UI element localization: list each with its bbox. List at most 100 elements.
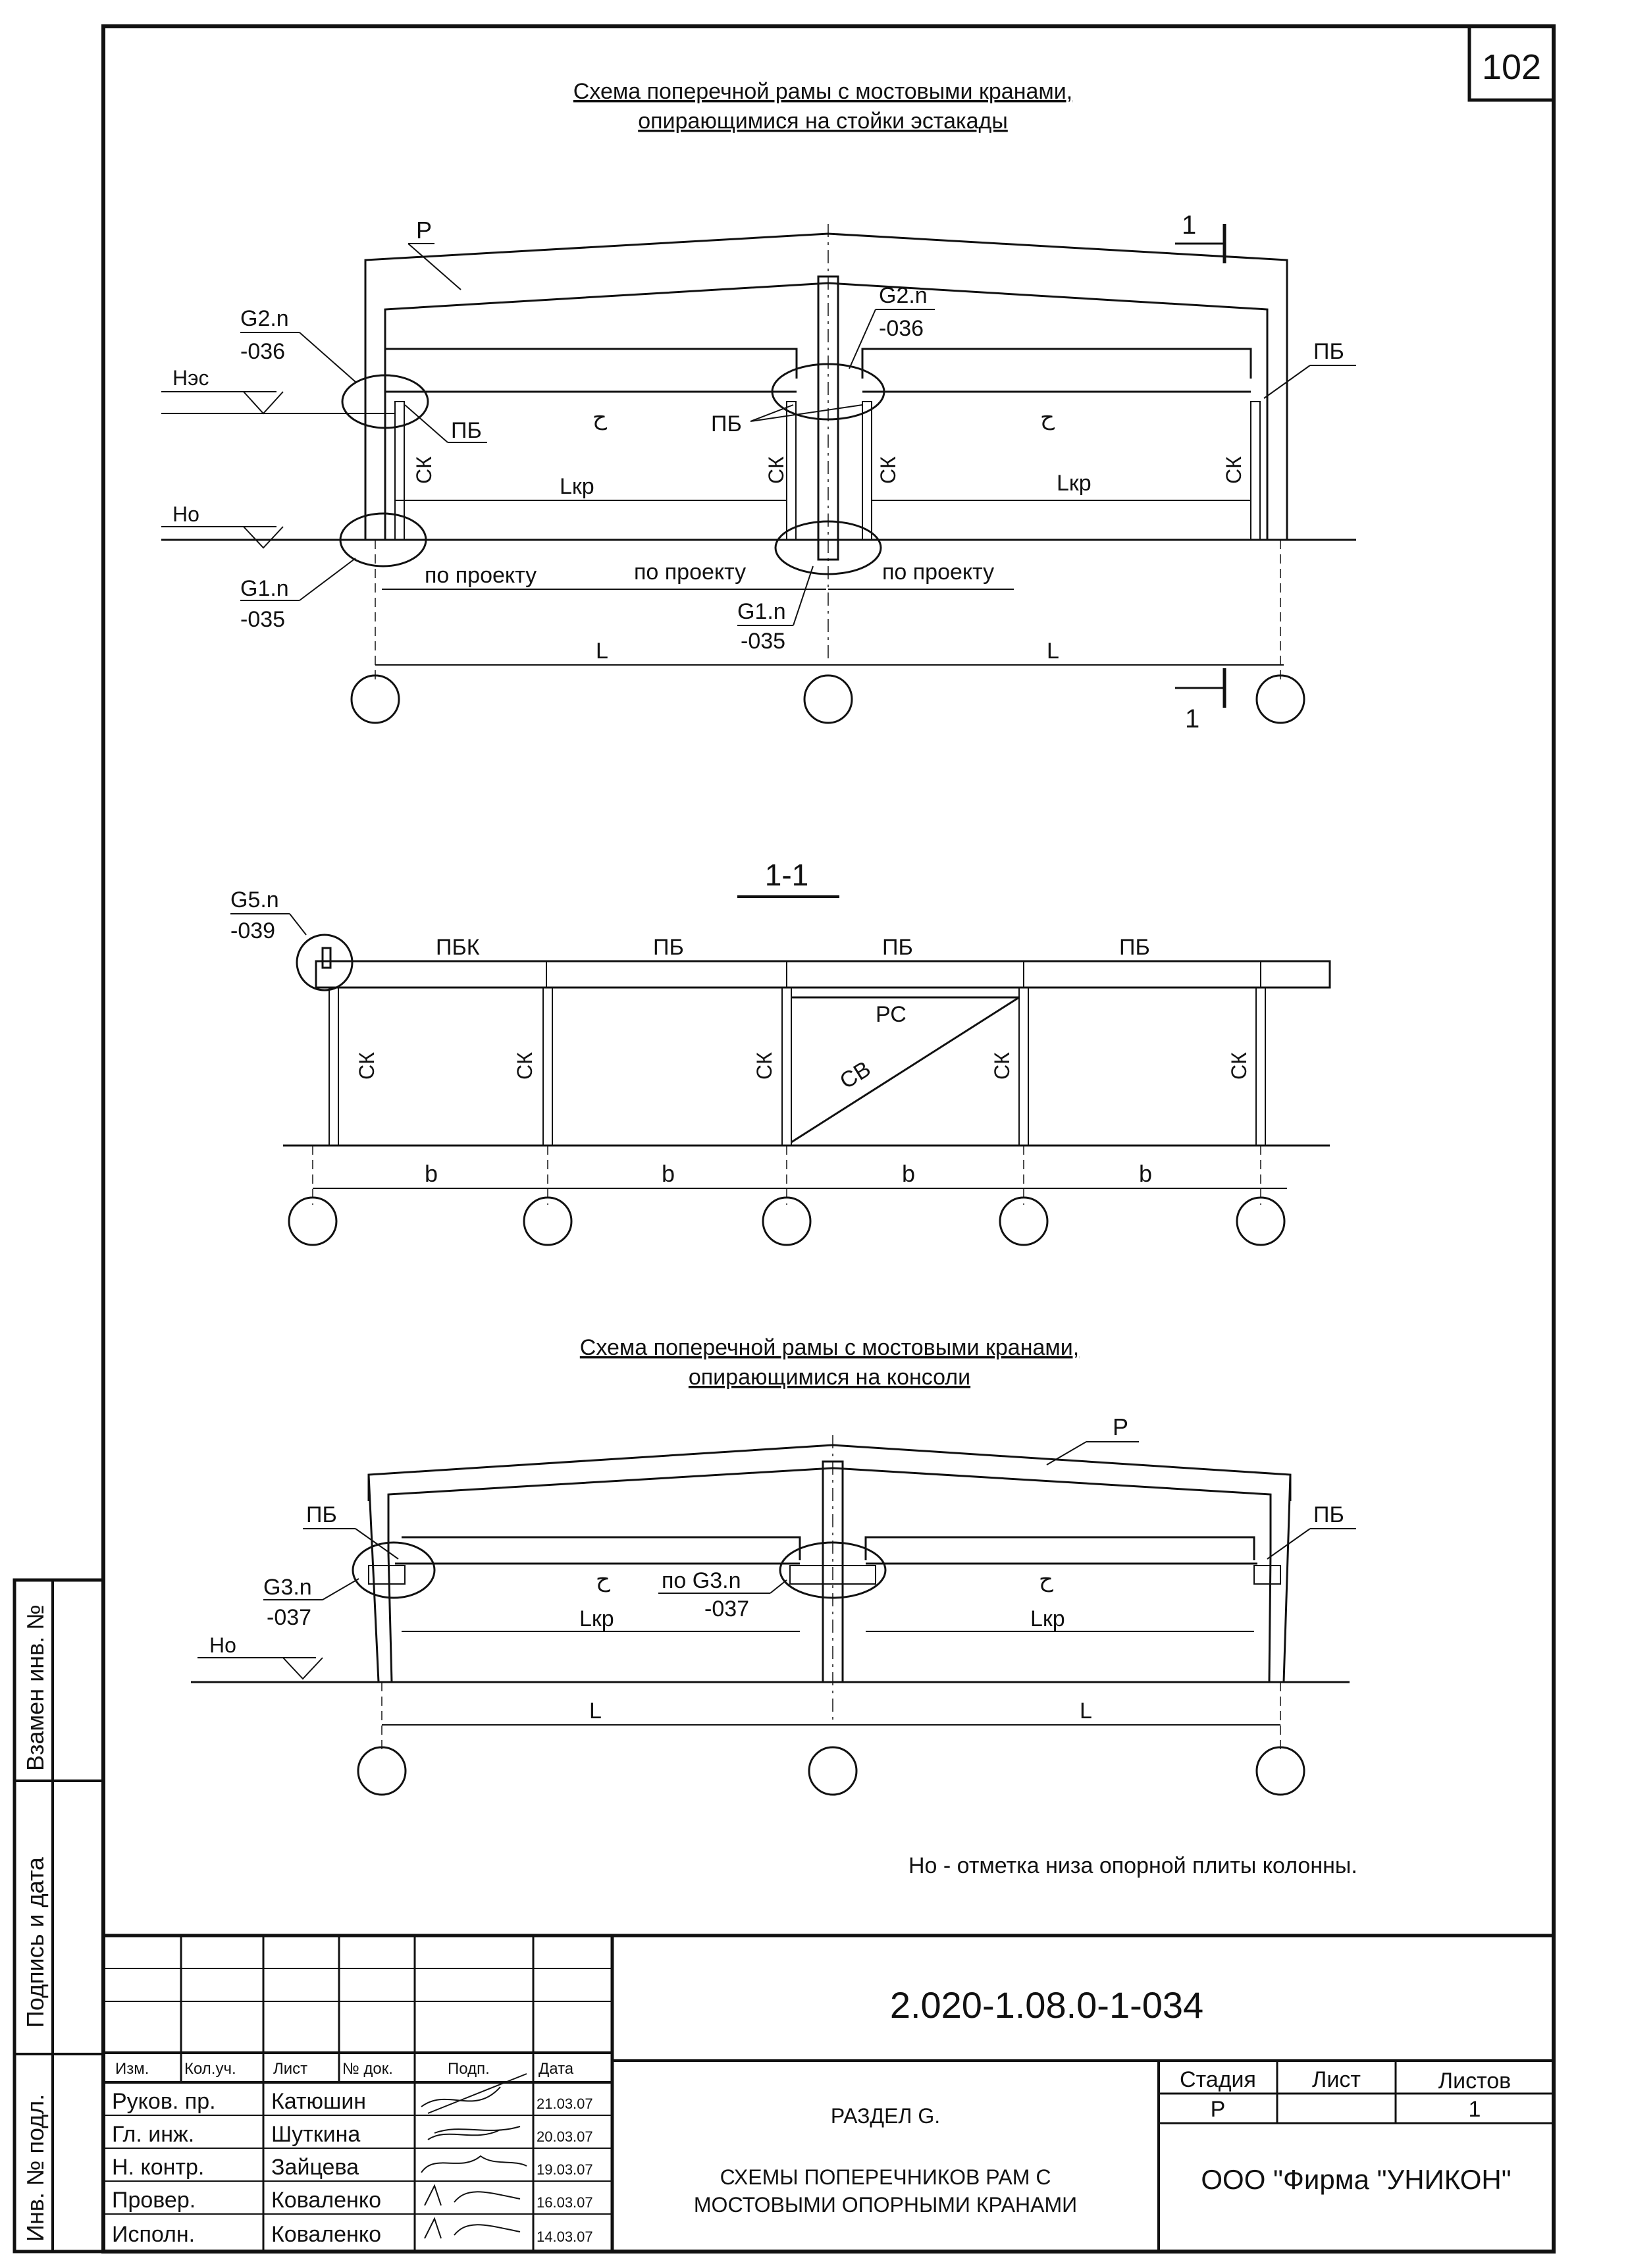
section-label-b-1: b <box>425 1160 438 1187</box>
section-label-b-2: b <box>662 1160 675 1187</box>
diagram1-label-Lkr-1: Lкр <box>560 474 594 499</box>
header-izm: Изм. <box>115 2060 149 2078</box>
stage-label: Стадия <box>1180 2067 1256 2092</box>
section-label-PBK: ПБК <box>436 935 480 960</box>
footnote: Но - отметка низа опорной плиты колонны. <box>908 1853 1357 1878</box>
diagram1-label-Ho: Но <box>172 502 199 526</box>
row-role: Н. контр. <box>112 2155 204 2180</box>
diagram1-label-PB-left: ПБ <box>451 418 482 443</box>
signature <box>421 2073 527 2114</box>
doc-title-line1: СХЕМЫ ПОПЕРЕЧНИКОВ РАМ С <box>720 2165 1051 2189</box>
axis-bubble <box>350 674 400 724</box>
header-data: Дата <box>539 2060 574 2078</box>
axis-bubble <box>762 1196 812 1246</box>
sheet-frame <box>101 24 1556 2254</box>
row-name: Катюшин <box>271 2089 366 2114</box>
diagram2-label-PB-right: ПБ <box>1313 1502 1344 1527</box>
callout-G3-left <box>352 1541 436 1599</box>
axis-bubble <box>803 674 853 724</box>
callout-G1-mid <box>774 520 882 575</box>
diagram1-label-G1-left: G1.n <box>240 576 289 601</box>
frame-diagram-1: Схема поперечной рамы с мостовыми кранам… <box>161 79 1356 733</box>
stamp-inv: Инв. № подл. <box>22 2094 49 2242</box>
sheet-number: 102 <box>1482 47 1541 87</box>
title-block: Изм. Кол.уч. Лист № док. Подп. Дата Руко… <box>103 1934 1554 2252</box>
section-name: РАЗДЕЛ G. <box>831 2104 940 2128</box>
diagram1-label-SK-3: СК <box>876 456 900 484</box>
diagram1-label-PB-mid: ПБ <box>711 411 742 436</box>
section-label-SV: СВ <box>835 1057 875 1094</box>
header-ndok: № док. <box>342 2060 393 2078</box>
diagram2-label-P: Р <box>1113 1413 1128 1440</box>
diagram2-label-G3: G3.n <box>263 1575 312 1600</box>
section-label-039: -039 <box>230 918 275 943</box>
header-podp: Подп. <box>448 2060 490 2078</box>
diagram2-label-Ho: Но <box>209 1633 236 1657</box>
section-label-SK-1: СК <box>355 1052 379 1080</box>
callout-G1-left <box>339 512 427 567</box>
diagram1-label-SK-1: СК <box>412 456 436 484</box>
row-date: 20.03.07 <box>537 2128 593 2145</box>
section-label-PB-1: ПБ <box>653 935 684 960</box>
diagram2-label-Lkr-2: Lкр <box>1030 1606 1065 1631</box>
axis-bubble <box>1255 1746 1305 1796</box>
callout-G2-mid <box>771 363 885 421</box>
header-kol: Кол.уч. <box>184 2060 236 2078</box>
axis-bubble <box>523 1196 573 1246</box>
sheets-label: Листов <box>1438 2069 1511 2094</box>
axis-bubble <box>999 1196 1049 1246</box>
axis-bubble <box>357 1746 407 1796</box>
diagram2-label-037: -037 <box>267 1605 311 1630</box>
diagram1-label-036-left: -036 <box>240 339 285 364</box>
row-role: Гл. инж. <box>112 2122 194 2147</box>
row-role: Исполн. <box>112 2222 195 2247</box>
svg-text:ح: ح <box>592 405 607 430</box>
diagram2-label-Lkr-1: Lкр <box>579 1606 614 1631</box>
callout-G5 <box>296 934 354 991</box>
axis-bubble <box>288 1196 338 1246</box>
section-label-SK-5: СК <box>1227 1052 1251 1080</box>
svg-text:ح: ح <box>596 1567 610 1592</box>
row-name: Коваленко <box>271 2222 381 2247</box>
section-mark-bottom: 1 <box>1185 704 1199 733</box>
diagram1-label-G2-left: G2.n <box>240 306 289 331</box>
diagram2-label-PB-left: ПБ <box>306 1502 337 1527</box>
row-date: 16.03.07 <box>537 2194 593 2211</box>
sheet-label: Лист <box>1312 2067 1361 2092</box>
stage-value: Р <box>1211 2097 1226 2122</box>
section-label-b-4: b <box>1139 1160 1152 1187</box>
diagram1-title-line1: Схема поперечной рамы с мостовыми кранам… <box>573 79 1072 104</box>
section-label-G5: G5.n <box>230 887 279 912</box>
roof-outer <box>364 232 1288 286</box>
diagram1-label-036-mid: -036 <box>879 316 924 341</box>
diagram1-label-po-proektu-2: по проекту <box>634 560 746 585</box>
diagram2-label-L-2: L <box>1080 1699 1092 1724</box>
diagram1-label-L-1: L <box>596 639 608 664</box>
callout-G3-mid <box>779 1541 887 1599</box>
diagram1-label-035-mid: -035 <box>741 629 785 654</box>
diagram1-label-P: Р <box>416 217 432 244</box>
beam-band <box>315 960 1331 989</box>
row-date: 19.03.07 <box>537 2161 593 2178</box>
diagram2-label-037-mid: -037 <box>704 1596 749 1622</box>
diagram1-title-line2: опирающимися на стойки эстакады <box>638 109 1008 134</box>
section-label-SK-2: СК <box>513 1052 537 1080</box>
section-mark-top: 1 <box>1182 211 1196 240</box>
diagram1-label-PB-right: ПБ <box>1313 339 1344 364</box>
frame-diagram-2: Схема поперечной рамы с мостовыми кранам… <box>191 1335 1356 1796</box>
diagram1-label-po-proektu-3: по проекту <box>882 560 994 585</box>
diagram1-label-G2-mid: G2.n <box>879 283 928 308</box>
diagram2-title-line2: опирающимися на консоли <box>689 1365 970 1390</box>
side-stamp: Взамен инв. № Подпись и дата Инв. № подл… <box>13 1578 105 2254</box>
section-label-SK-4: СК <box>990 1052 1014 1080</box>
company-name: ООО "Фирма "УНИКОН" <box>1201 2164 1511 2195</box>
sheets-value: 1 <box>1469 2097 1481 2122</box>
diagram2-title-line1: Схема поперечной рамы с мостовыми кранам… <box>580 1335 1079 1360</box>
stamp-vzamen: Взамен инв. № <box>22 1604 49 1771</box>
axis-bubble <box>1236 1196 1286 1246</box>
diagram1-label-Lkr-2: Lкр <box>1057 471 1091 496</box>
diagram2-label-po-G3: по G3.n <box>662 1568 741 1593</box>
signature <box>421 2155 527 2173</box>
row-date: 14.03.07 <box>537 2228 593 2245</box>
